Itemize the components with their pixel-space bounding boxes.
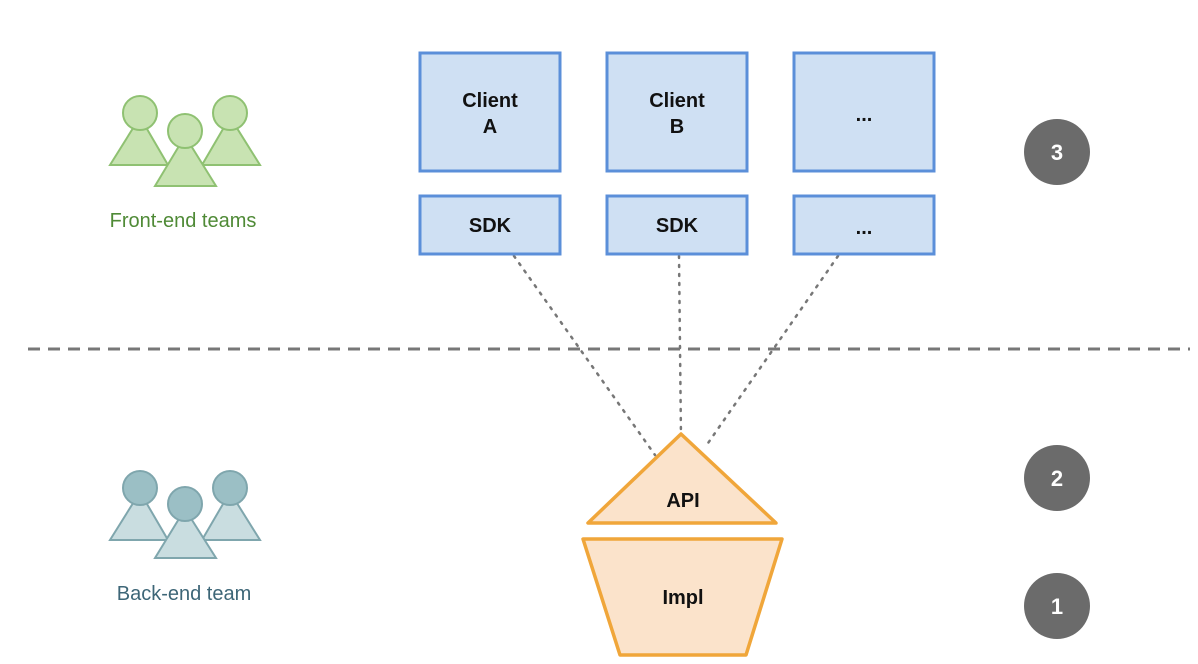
sdk-box-more: ... xyxy=(792,194,936,256)
person-icon xyxy=(108,95,170,166)
sdk-box-label: SDK xyxy=(469,215,512,237)
person-icon xyxy=(108,470,170,541)
badge-number: 2 xyxy=(1051,466,1063,491)
sdk-api-connectors xyxy=(512,254,840,457)
impl-label: Impl xyxy=(662,587,703,609)
client-box-b: Client B xyxy=(605,51,749,173)
client-box-more: ... xyxy=(792,51,936,173)
back-end-team-label: Back-end team xyxy=(117,583,252,605)
api-shape: API xyxy=(586,432,778,525)
sdk-box-b: SDK xyxy=(605,194,749,256)
badge-1: 1 xyxy=(1024,573,1090,639)
client-box-label-line2: A xyxy=(483,116,497,138)
person-icon xyxy=(153,113,218,187)
person-icon xyxy=(153,486,218,559)
client-box-label-line1: Client xyxy=(462,90,518,112)
connector-sdk-c xyxy=(704,254,840,448)
sdk-box-a: SDK xyxy=(418,194,562,256)
client-box-label-line2: B xyxy=(670,116,684,138)
client-box-label-line1: ... xyxy=(856,104,873,126)
badge-2: 2 xyxy=(1024,445,1090,511)
connector-sdk-b xyxy=(677,254,683,440)
person-icon xyxy=(200,95,262,166)
back-end-team-icon xyxy=(108,470,262,559)
impl-shape: Impl xyxy=(581,537,784,657)
api-label: API xyxy=(666,490,699,512)
client-box-label-line1: Client xyxy=(649,90,705,112)
badge-number: 3 xyxy=(1051,140,1063,165)
sdk-box-label: ... xyxy=(856,217,873,239)
sdk-box-label: SDK xyxy=(656,215,699,237)
front-end-teams-icon xyxy=(108,95,262,187)
client-box-a: Client A xyxy=(418,51,562,173)
front-end-teams-label: Front-end teams xyxy=(110,210,257,232)
person-icon xyxy=(200,470,262,541)
badge-3: 3 xyxy=(1024,119,1090,185)
connector-sdk-a xyxy=(512,254,657,457)
badge-number: 1 xyxy=(1051,594,1063,619)
